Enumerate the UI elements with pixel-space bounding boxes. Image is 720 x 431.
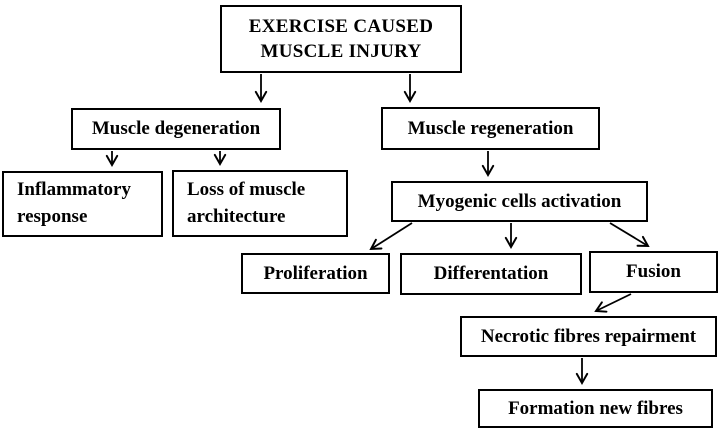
node-label: Fusion <box>626 261 681 283</box>
node-muscle-degeneration: Muscle degeneration <box>71 108 281 150</box>
node-label: Loss of muscle architecture <box>187 178 306 227</box>
node-label: Differentation <box>433 263 549 285</box>
edge-fusion-to-necrotic-fibres-repairment <box>596 293 632 311</box>
node-label: EXERCISE CAUSED MUSCLE INJURY <box>248 15 434 62</box>
node-inflammatory-response: Inflammatory response <box>2 171 163 237</box>
edge-myogenic-cells-activation-to-fusion <box>609 222 648 246</box>
node-label: Proliferation <box>263 262 368 284</box>
node-muscle-regeneration: Muscle regeneration <box>381 107 600 150</box>
node-label: Myogenic cells activation <box>417 190 622 212</box>
node-label: Inflammatory response <box>17 179 131 227</box>
node-label: Formation new fibres <box>508 397 683 419</box>
node-differentation: Differentation <box>400 253 582 295</box>
node-formation-new-fibres: Formation new fibres <box>478 389 713 428</box>
node-exercise-caused-muscle-injury: EXERCISE CAUSED MUSCLE INJURY <box>220 5 462 73</box>
node-fusion: Fusion <box>589 251 718 293</box>
node-label: Muscle degeneration <box>91 118 261 140</box>
edge-myogenic-cells-activation-to-proliferation <box>371 222 413 249</box>
node-loss-of-muscle-architecture: Loss of muscle architecture <box>172 170 348 237</box>
node-myogenic-cells-activation: Myogenic cells activation <box>391 181 648 222</box>
node-proliferation: Proliferation <box>241 253 390 294</box>
node-label: Necrotic fibres repairment <box>480 325 697 347</box>
node-necrotic-fibres-repairment: Necrotic fibres repairment <box>460 316 717 357</box>
node-label: Muscle regeneration <box>407 117 574 139</box>
